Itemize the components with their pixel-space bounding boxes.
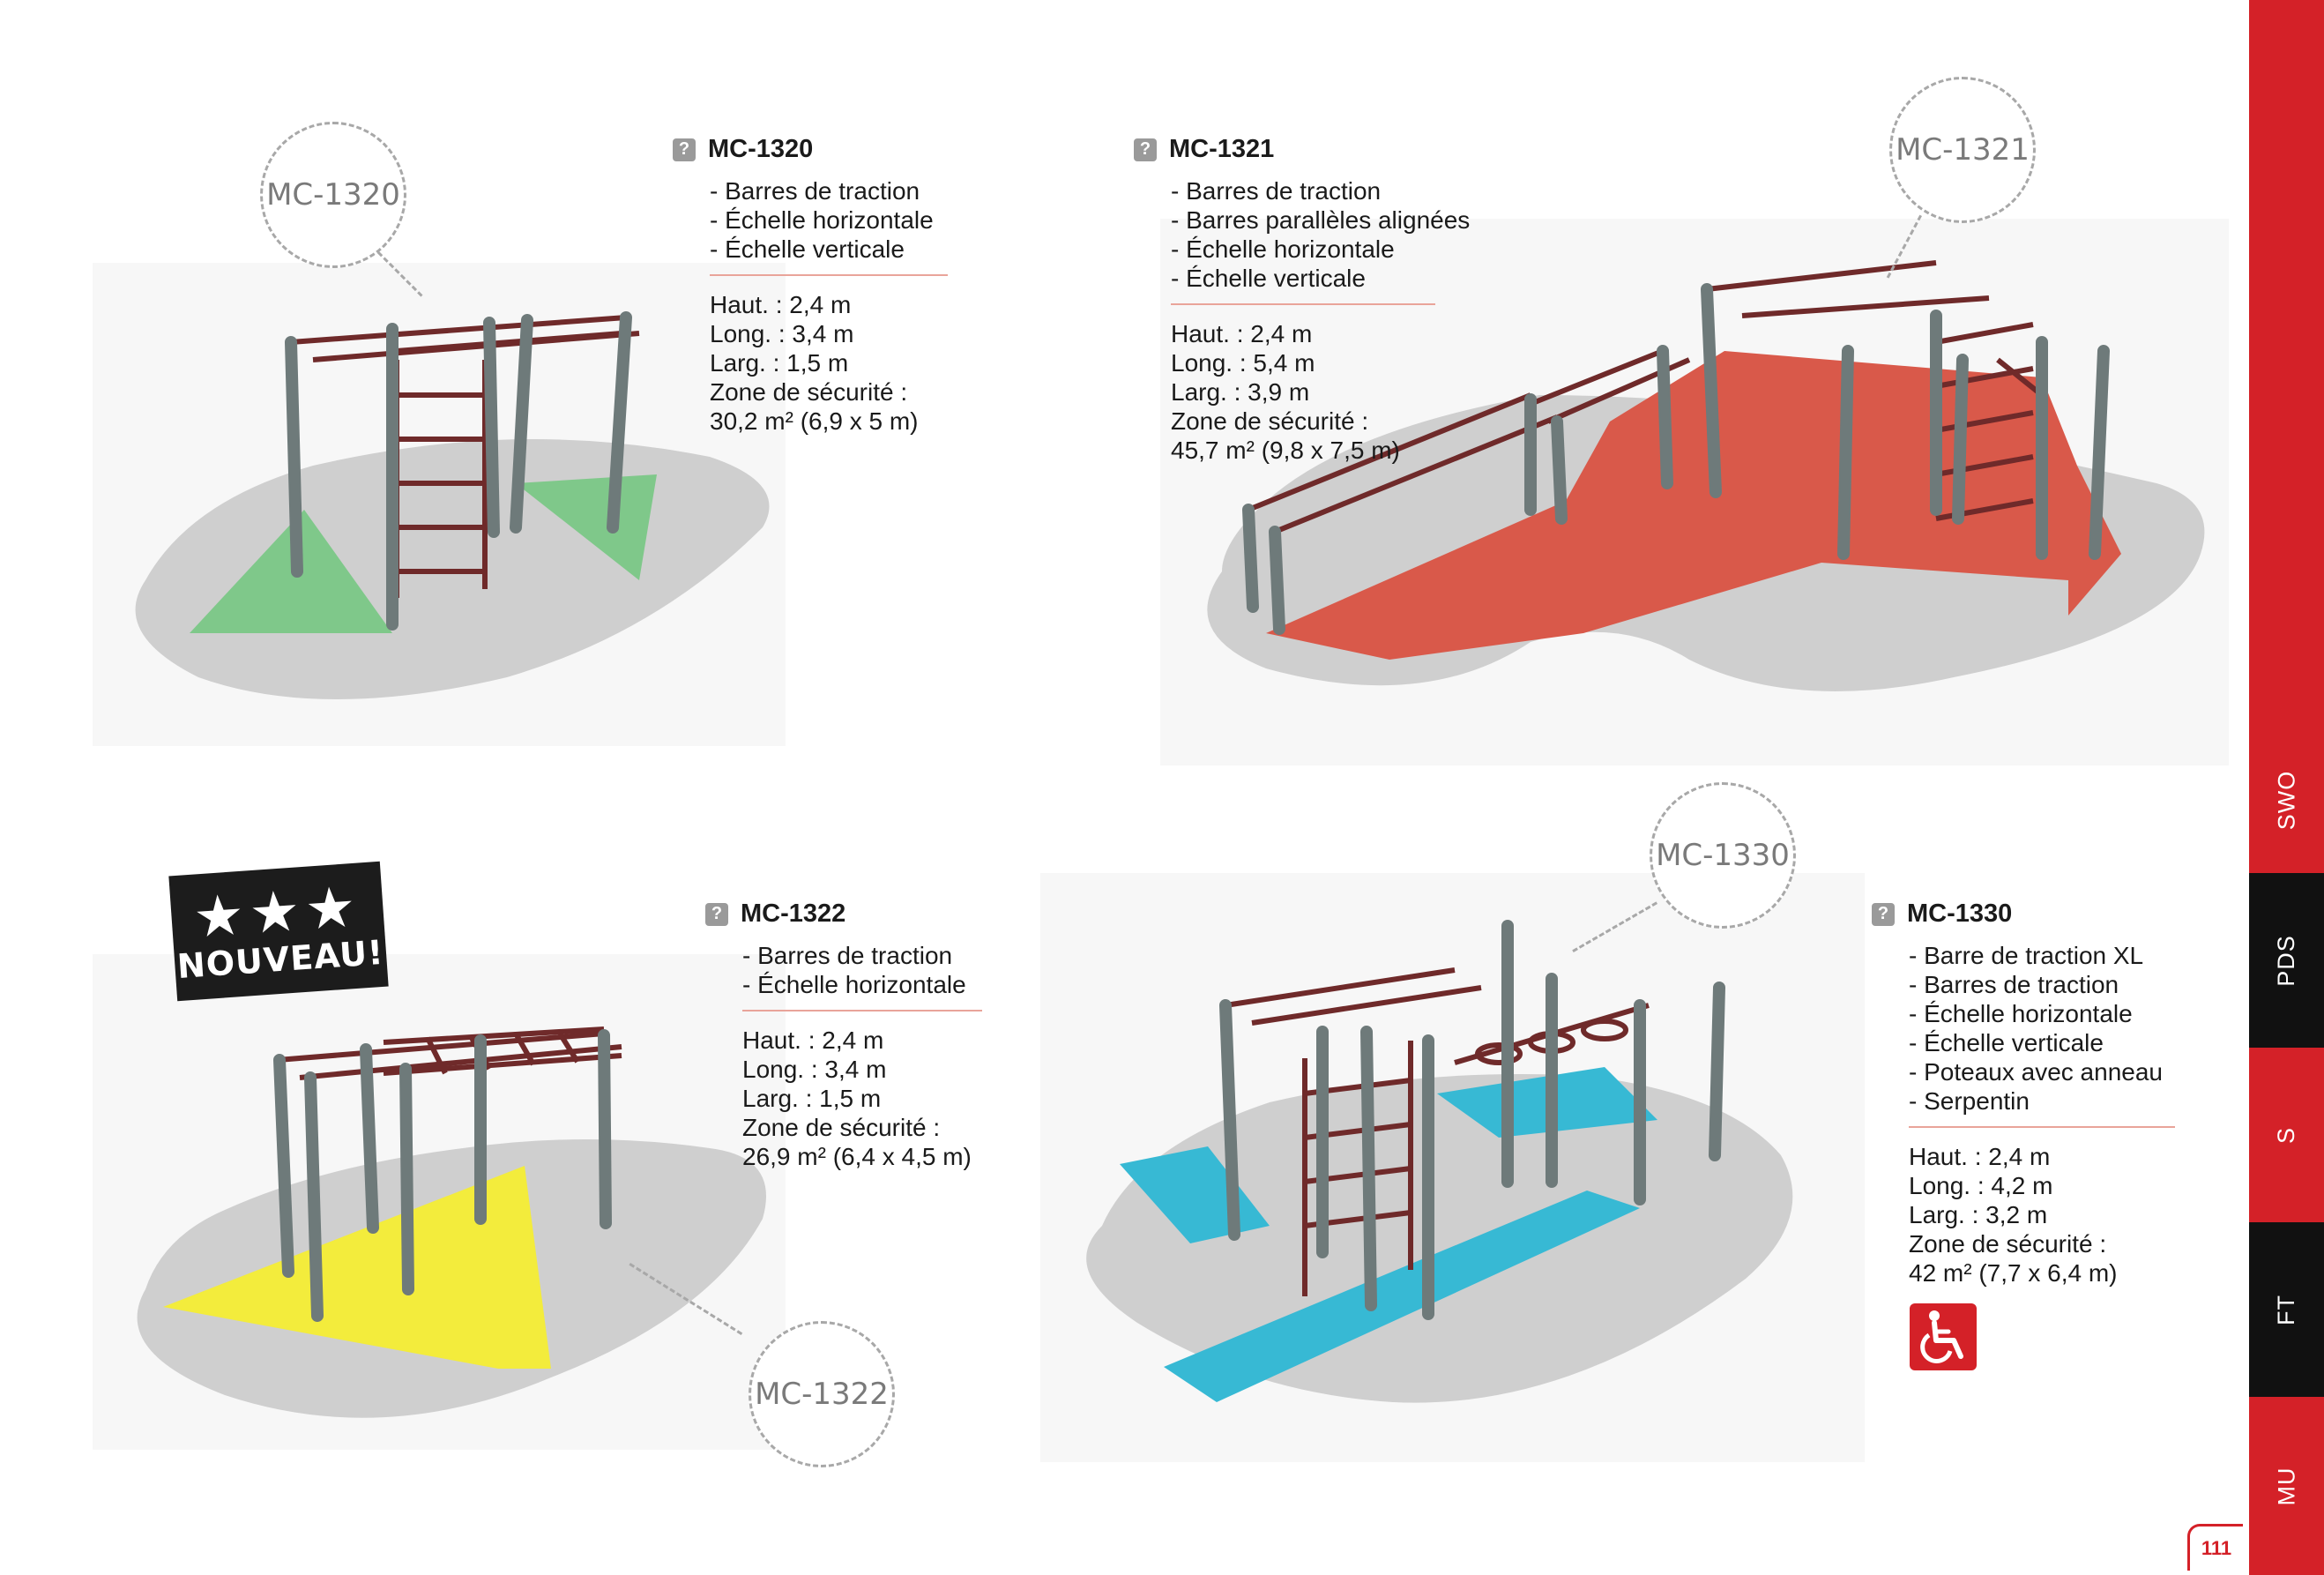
feature-list: - Barre de traction XL - Barres de tract… (1909, 941, 2200, 1116)
safety-zone-value: 30,2 m² (6,9 x 5 m) (710, 407, 919, 435)
feature-item: - Échelle horizontale (1909, 1000, 2133, 1027)
question-icon[interactable]: ? (705, 902, 728, 926)
product-code: MC-1320 (708, 135, 814, 163)
feature-item: - Échelle verticale (1909, 1029, 2104, 1056)
dim-width: Larg. : 3,9 m (1171, 378, 1310, 406)
safety-zone-label: Zone de sécurité : (710, 378, 908, 406)
feature-list: - Barres de traction - Échelle horizonta… (710, 176, 974, 264)
mc-1330-illustration (1086, 920, 1793, 1403)
dim-length: Long. : 3,4 m (710, 320, 854, 347)
tab-label: PDS (2273, 934, 2299, 987)
tab-label: S (2272, 1126, 2299, 1144)
page-number: 111 (2187, 1524, 2243, 1571)
question-icon[interactable]: ? (673, 138, 696, 161)
spec-mc-1330: ? MC-1330 - Barre de traction XL - Barre… (1872, 899, 2200, 1288)
divider (1171, 303, 1435, 305)
divider (1909, 1126, 2175, 1128)
product-image-mc-1330 (1040, 873, 1865, 1462)
product-image-mc-1321 (1160, 219, 2229, 765)
tab-label: FT (2273, 1294, 2299, 1325)
spec-mc-1321: ? MC-1321 - Barres de traction - Barres … (1134, 135, 1506, 465)
mc-1322-illustration (137, 1026, 766, 1418)
product-image-mc-1320 (93, 263, 786, 746)
tab-pds[interactable]: PDS (2249, 873, 2324, 1048)
feature-item: - Barre de traction XL (1909, 942, 2144, 969)
dimensions: Haut. : 2,4 m Long. : 4,2 m Larg. : 3,2 … (1909, 1142, 2200, 1288)
tab-swo[interactable]: SWO (2249, 0, 2324, 873)
feature-item: - Barres de traction (742, 942, 953, 969)
safety-zone-label: Zone de sécurité : (742, 1114, 941, 1141)
safety-zone-value: 26,9 m² (6,4 x 4,5 m) (742, 1143, 972, 1170)
feature-item: - Barres de traction (710, 177, 920, 205)
feature-item: - Barres de traction (1909, 971, 2119, 998)
dim-width: Larg. : 1,5 m (710, 349, 849, 377)
product-code: MC-1330 (1907, 899, 2013, 928)
spec-mc-1322: ? MC-1322 - Barres de traction - Échelle… (705, 899, 1007, 1171)
dim-width: Larg. : 1,5 m (742, 1085, 882, 1112)
tab-label: SWO (2273, 770, 2299, 831)
feature-item: - Échelle horizontale (742, 971, 966, 998)
feature-item: - Échelle verticale (1171, 265, 1366, 292)
product-code: MC-1321 (1169, 135, 1275, 163)
new-badge: ★★★ NOUVEAU! (168, 861, 389, 1002)
dim-length: Long. : 3,4 m (742, 1056, 887, 1083)
callout-mc-1330: MC-1330 (1650, 782, 1796, 929)
feature-item: - Serpentin (1909, 1087, 2030, 1115)
safety-zone-label: Zone de sécurité : (1909, 1230, 2107, 1258)
tab-ft[interactable]: FT (2249, 1222, 2324, 1397)
dim-length: Long. : 5,4 m (1171, 349, 1315, 377)
dim-length: Long. : 4,2 m (1909, 1172, 2053, 1199)
dim-height: Haut. : 2,4 m (742, 1026, 884, 1054)
callout-mc-1320: MC-1320 (260, 122, 406, 268)
dimensions: Haut. : 2,4 m Long. : 5,4 m Larg. : 3,9 … (1171, 319, 1506, 465)
feature-item: - Barres de traction (1171, 177, 1382, 205)
spec-header: ? MC-1330 (1872, 899, 2200, 929)
safety-zone-value: 45,7 m² (9,8 x 7,5 m) (1171, 437, 1400, 464)
feature-item: - Barres parallèles alignées (1171, 206, 1471, 234)
tab-label: MU (2273, 1467, 2299, 1505)
spec-mc-1320: ? MC-1320 - Barres de traction - Échelle… (673, 135, 974, 436)
feature-item: - Échelle horizontale (1171, 235, 1395, 263)
tab-s[interactable]: S (2249, 1048, 2324, 1222)
spec-header: ? MC-1321 (1134, 135, 1506, 164)
feature-item: - Poteaux avec anneau (1909, 1058, 2163, 1086)
callout-mc-1322: MC-1322 (749, 1321, 895, 1467)
mc-1321-illustration (1207, 260, 2205, 691)
mc-1320-illustration (135, 311, 770, 699)
dim-height: Haut. : 2,4 m (710, 291, 852, 318)
safety-zone-value: 42 m² (7,7 x 6,4 m) (1909, 1259, 2118, 1287)
feature-list: - Barres de traction - Échelle horizonta… (742, 941, 1007, 999)
divider (710, 274, 948, 276)
feature-list: - Barres de traction - Barres parallèles… (1171, 176, 1506, 293)
dim-height: Haut. : 2,4 m (1171, 320, 1313, 347)
question-icon[interactable]: ? (1134, 138, 1157, 161)
dim-height: Haut. : 2,4 m (1909, 1143, 2051, 1170)
product-code: MC-1322 (741, 899, 846, 928)
feature-item: - Échelle horizontale (710, 206, 934, 234)
safety-zone-label: Zone de sécurité : (1171, 407, 1369, 435)
divider (742, 1010, 982, 1011)
wheelchair-icon (1910, 1303, 1977, 1370)
spec-header: ? MC-1322 (705, 899, 1007, 929)
dim-width: Larg. : 3,2 m (1909, 1201, 2048, 1228)
tab-mu[interactable]: MU (2249, 1397, 2324, 1575)
feature-item: - Échelle verticale (710, 235, 905, 263)
product-image-mc-1322 (93, 954, 786, 1450)
spec-header: ? MC-1320 (673, 135, 974, 164)
dimensions: Haut. : 2,4 m Long. : 3,4 m Larg. : 1,5 … (742, 1026, 1007, 1171)
dimensions: Haut. : 2,4 m Long. : 3,4 m Larg. : 1,5 … (710, 290, 974, 436)
question-icon[interactable]: ? (1872, 902, 1895, 926)
callout-mc-1321: MC-1321 (1889, 77, 2036, 223)
